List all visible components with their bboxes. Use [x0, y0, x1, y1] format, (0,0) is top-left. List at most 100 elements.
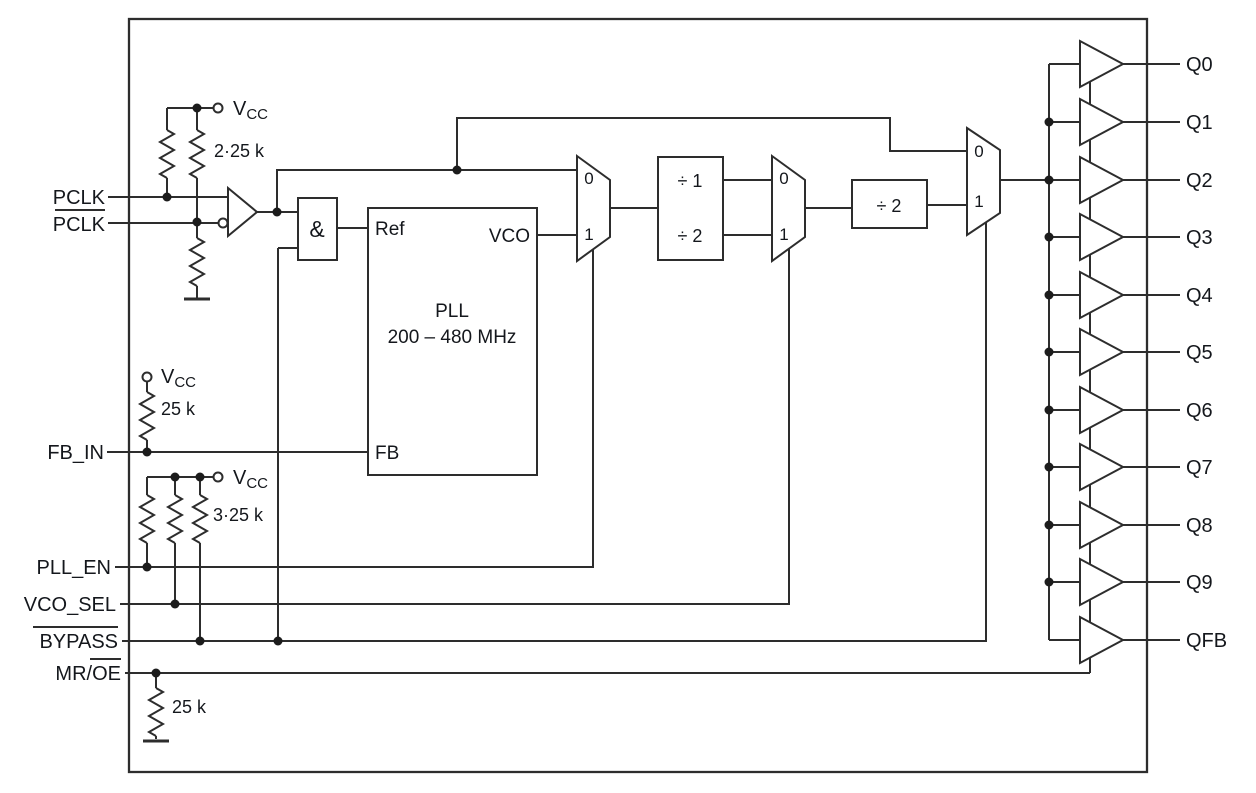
resistor-value-fb: 25 k	[161, 399, 196, 419]
resistor-mr-oe	[148, 687, 164, 737]
mux1-in1-label: 1	[584, 225, 593, 244]
vcc-terminal	[212, 102, 224, 114]
resistor-fb-in	[139, 391, 155, 441]
resistor-pclk	[159, 129, 175, 179]
output-buffer-q8	[1079, 500, 1126, 550]
output-buffer-qfb	[1079, 615, 1126, 665]
vcc-terminal	[141, 371, 153, 383]
junction-dot	[151, 668, 161, 678]
pll-name-label: PLL	[435, 301, 469, 322]
and-gate	[297, 197, 338, 261]
vcc-label: VCC	[161, 366, 196, 391]
junction-dot	[170, 472, 180, 482]
junction-dot	[170, 599, 180, 609]
pclk-pullup-network	[159, 102, 224, 301]
pin-label-q9: Q9	[1186, 572, 1213, 594]
pin-label-q7: Q7	[1186, 457, 1213, 479]
wire-ref-to-mux0	[276, 169, 577, 212]
pin-label-q5: Q5	[1186, 342, 1213, 364]
junction-dot	[142, 447, 152, 457]
junction-dot	[1044, 347, 1054, 357]
div2-block-label: ÷ 2	[877, 196, 902, 216]
output-pin-wires	[1123, 63, 1180, 641]
vcc-terminal	[212, 471, 224, 483]
resistor-value-ctrl: 3·25 k	[213, 505, 264, 525]
resistor-bypass	[192, 494, 208, 544]
resistor-value-mr: 25 k	[172, 697, 207, 717]
pll-ref-label: Ref	[375, 219, 405, 240]
pin-label-q3: Q3	[1186, 227, 1213, 249]
divider-1-2-block	[657, 156, 724, 261]
mux-pll-bypass	[576, 154, 611, 263]
pll-vco-label: VCO	[489, 226, 530, 247]
vcc-label: VCC	[233, 98, 268, 123]
junction-dot	[1044, 290, 1054, 300]
chip-boundary	[127, 17, 1149, 774]
junction-dot	[452, 165, 462, 175]
vcc-label: VCC	[233, 467, 268, 492]
input-buffer-triangle	[227, 185, 259, 239]
mux-bypass-out	[966, 126, 1001, 237]
pin-label-fb-in: FB_IN	[47, 442, 104, 464]
pin-label-q8: Q8	[1186, 515, 1213, 537]
wire-bypass-feed-top	[456, 117, 967, 170]
pin-label-q6: Q6	[1186, 400, 1213, 422]
junction-dot	[1044, 117, 1054, 127]
junction-dot	[273, 636, 283, 646]
junction-dot	[1044, 175, 1054, 185]
mux-vco-sel	[771, 154, 806, 263]
wire-vco-sel	[120, 249, 790, 605]
junction-dot	[195, 472, 205, 482]
junction-dot	[192, 217, 202, 227]
div-by-1-label: ÷ 1	[678, 171, 703, 191]
output-buffer-q5	[1079, 327, 1126, 377]
pin-label-q1: Q1	[1186, 112, 1213, 134]
control-pullup-network	[139, 471, 224, 641]
output-buffer-q1	[1079, 97, 1126, 147]
wire-and-input2	[277, 247, 298, 641]
pin-label-vco-sel: VCO_SEL	[24, 594, 116, 616]
junction-dot	[162, 192, 172, 202]
pin-label-pclk-b: PCLK	[53, 214, 106, 236]
junction-dot	[1044, 520, 1054, 530]
resistor-value-pclk: 2·25 k	[214, 141, 265, 161]
output-buffer-q4	[1079, 270, 1126, 320]
pin-label-bypass: BYPASS	[39, 631, 118, 653]
wire-pll-en	[115, 250, 594, 568]
wire-bypass	[122, 222, 987, 642]
pin-label-mr-oe: MR/OE	[55, 663, 121, 685]
pll-block	[367, 207, 538, 476]
resistor-pll-en	[139, 494, 155, 544]
pin-label-q2: Q2	[1186, 170, 1213, 192]
mux2-in0-label: 0	[779, 169, 788, 188]
junction-dot	[1044, 405, 1054, 415]
pclk-input-buffer	[217, 185, 259, 239]
junction-dot	[195, 636, 205, 646]
resistor-pclk-gnd	[189, 237, 205, 287]
junction-dot	[1044, 577, 1054, 587]
pin-label-q0: Q0	[1186, 54, 1213, 76]
output-buffers	[1079, 39, 1126, 665]
and-gate-label: &	[309, 216, 324, 242]
output-buffer-q2	[1079, 155, 1126, 205]
mux3-in0-label: 0	[974, 142, 983, 161]
fb-pullup-network	[139, 371, 155, 452]
pin-label-pll-en: PLL_EN	[37, 557, 112, 579]
pin-label-q4: Q4	[1186, 285, 1213, 307]
mux1-in0-label: 0	[584, 169, 593, 188]
inverting-input-bubble	[217, 217, 229, 229]
resistor-pclk-b	[189, 129, 205, 179]
junction-dots	[142, 103, 1054, 678]
output-bus-branches	[1049, 63, 1080, 641]
div-by-2-label: ÷ 2	[678, 226, 703, 246]
output-buffer-q0	[1079, 39, 1126, 89]
pin-label-pclk: PCLK	[53, 187, 106, 209]
output-buffer-q9	[1079, 557, 1126, 607]
junction-dot	[142, 562, 152, 572]
junction-dot	[1044, 462, 1054, 472]
junction-dot	[272, 207, 282, 217]
mux2-in1-label: 1	[779, 225, 788, 244]
junction-dot	[1044, 232, 1054, 242]
pin-label-qfb: QFB	[1186, 630, 1227, 652]
